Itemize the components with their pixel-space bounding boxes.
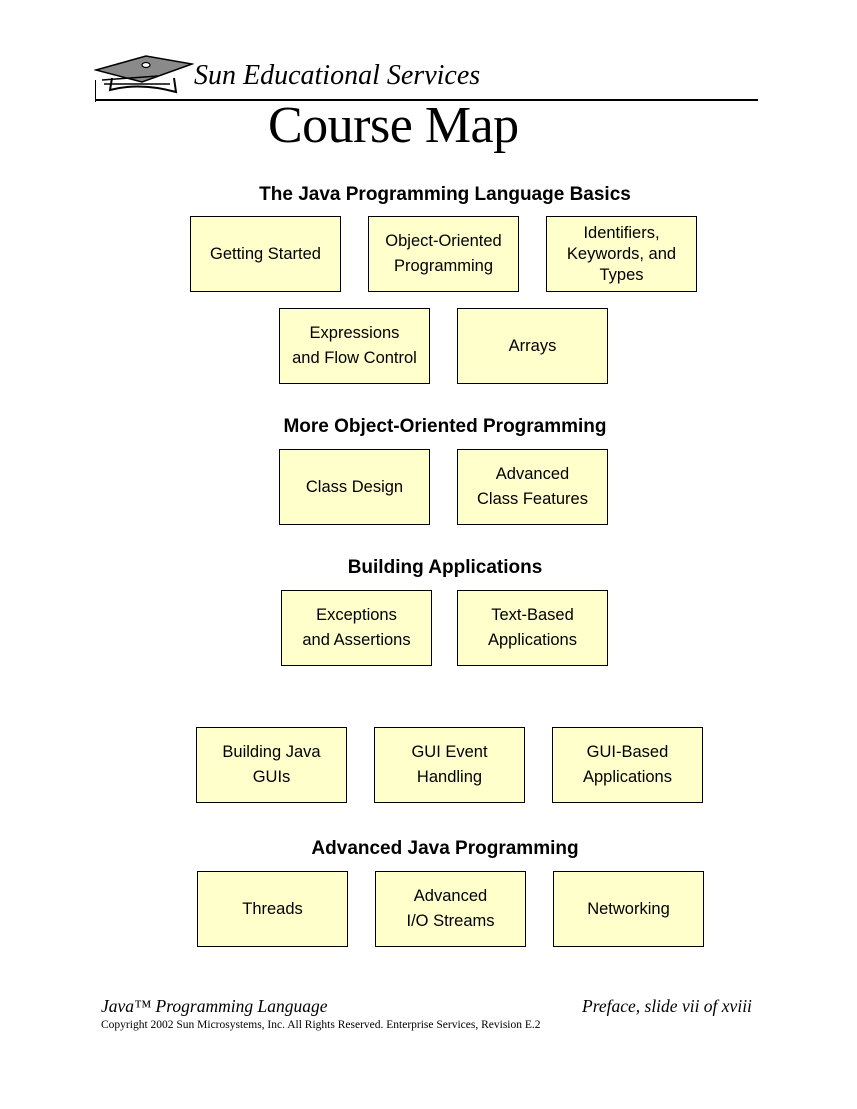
module-label: GUIs (252, 768, 291, 786)
module-object-oriented-programming[interactable]: Object-Oriented Programming (368, 216, 519, 292)
section-heading: The Java Programming Language Basics (259, 184, 631, 205)
module-label: Applications (488, 631, 577, 649)
module-label: Types (599, 265, 644, 284)
module-label: Exceptions (316, 606, 397, 624)
page-title: Course Map (268, 97, 519, 154)
header-divider (96, 99, 758, 101)
module-label: Class Features (477, 490, 588, 508)
module-label: Networking (587, 899, 670, 918)
module-label: Object-Oriented (385, 232, 502, 250)
module-label: Building Java (222, 743, 321, 761)
module-label: I/O Streams (406, 912, 495, 930)
module-label: Handling (416, 768, 483, 786)
module-label: Threads (242, 899, 303, 918)
module-label: and Assertions (302, 631, 411, 649)
brand-name: Sun Educational Services (194, 60, 481, 91)
module-label: Advanced (413, 887, 488, 905)
graduation-cap-logo-icon (94, 55, 194, 94)
header-divider-vertical (95, 80, 96, 102)
module-label: Identifiers, (583, 223, 660, 242)
module-label: and Flow Control (292, 349, 417, 367)
module-label: GUI Event (411, 743, 488, 761)
module-label: Getting Started (210, 244, 321, 263)
module-exceptions-assertions[interactable]: Exceptions and Assertions (281, 590, 432, 666)
footer-course-title: Java™ Programming Language (101, 996, 328, 1016)
module-label: Arrays (508, 336, 557, 355)
module-building-java-guis[interactable]: Building Java GUIs (196, 727, 347, 803)
section-heading: Building Applications (347, 557, 543, 578)
module-getting-started[interactable]: Getting Started (190, 216, 341, 292)
module-expressions-flow-control[interactable]: Expressions and Flow Control (279, 308, 430, 384)
module-advanced-class-features[interactable]: Advanced Class Features (457, 449, 608, 525)
module-label: Programming (393, 257, 494, 275)
module-label: Keywords, and (566, 244, 677, 263)
module-label: Advanced (495, 465, 570, 483)
footer-slide-number: Preface, slide vii of xviii (582, 996, 752, 1016)
module-label: GUI-Based (586, 743, 669, 761)
module-class-design[interactable]: Class Design (279, 449, 430, 525)
module-text-based-applications[interactable]: Text-Based Applications (457, 590, 608, 666)
module-label: Expressions (309, 324, 400, 342)
module-networking[interactable]: Networking (553, 871, 704, 947)
footer-copyright: Copyright 2002 Sun Microsystems, Inc. Al… (101, 1019, 541, 1031)
module-arrays[interactable]: Arrays (457, 308, 608, 384)
module-threads[interactable]: Threads (197, 871, 348, 947)
section-heading: Advanced Java Programming (311, 838, 579, 859)
module-gui-event-handling[interactable]: GUI Event Handling (374, 727, 525, 803)
module-label: Text-Based (491, 606, 574, 624)
module-identifiers-keywords-types[interactable]: Identifiers, Keywords, and Types (546, 216, 697, 292)
module-gui-based-applications[interactable]: GUI-Based Applications (552, 727, 703, 803)
module-label: Applications (583, 768, 672, 786)
module-label: Class Design (305, 477, 404, 496)
section-heading: More Object-Oriented Programming (283, 416, 607, 437)
module-advanced-io-streams[interactable]: Advanced I/O Streams (375, 871, 526, 947)
